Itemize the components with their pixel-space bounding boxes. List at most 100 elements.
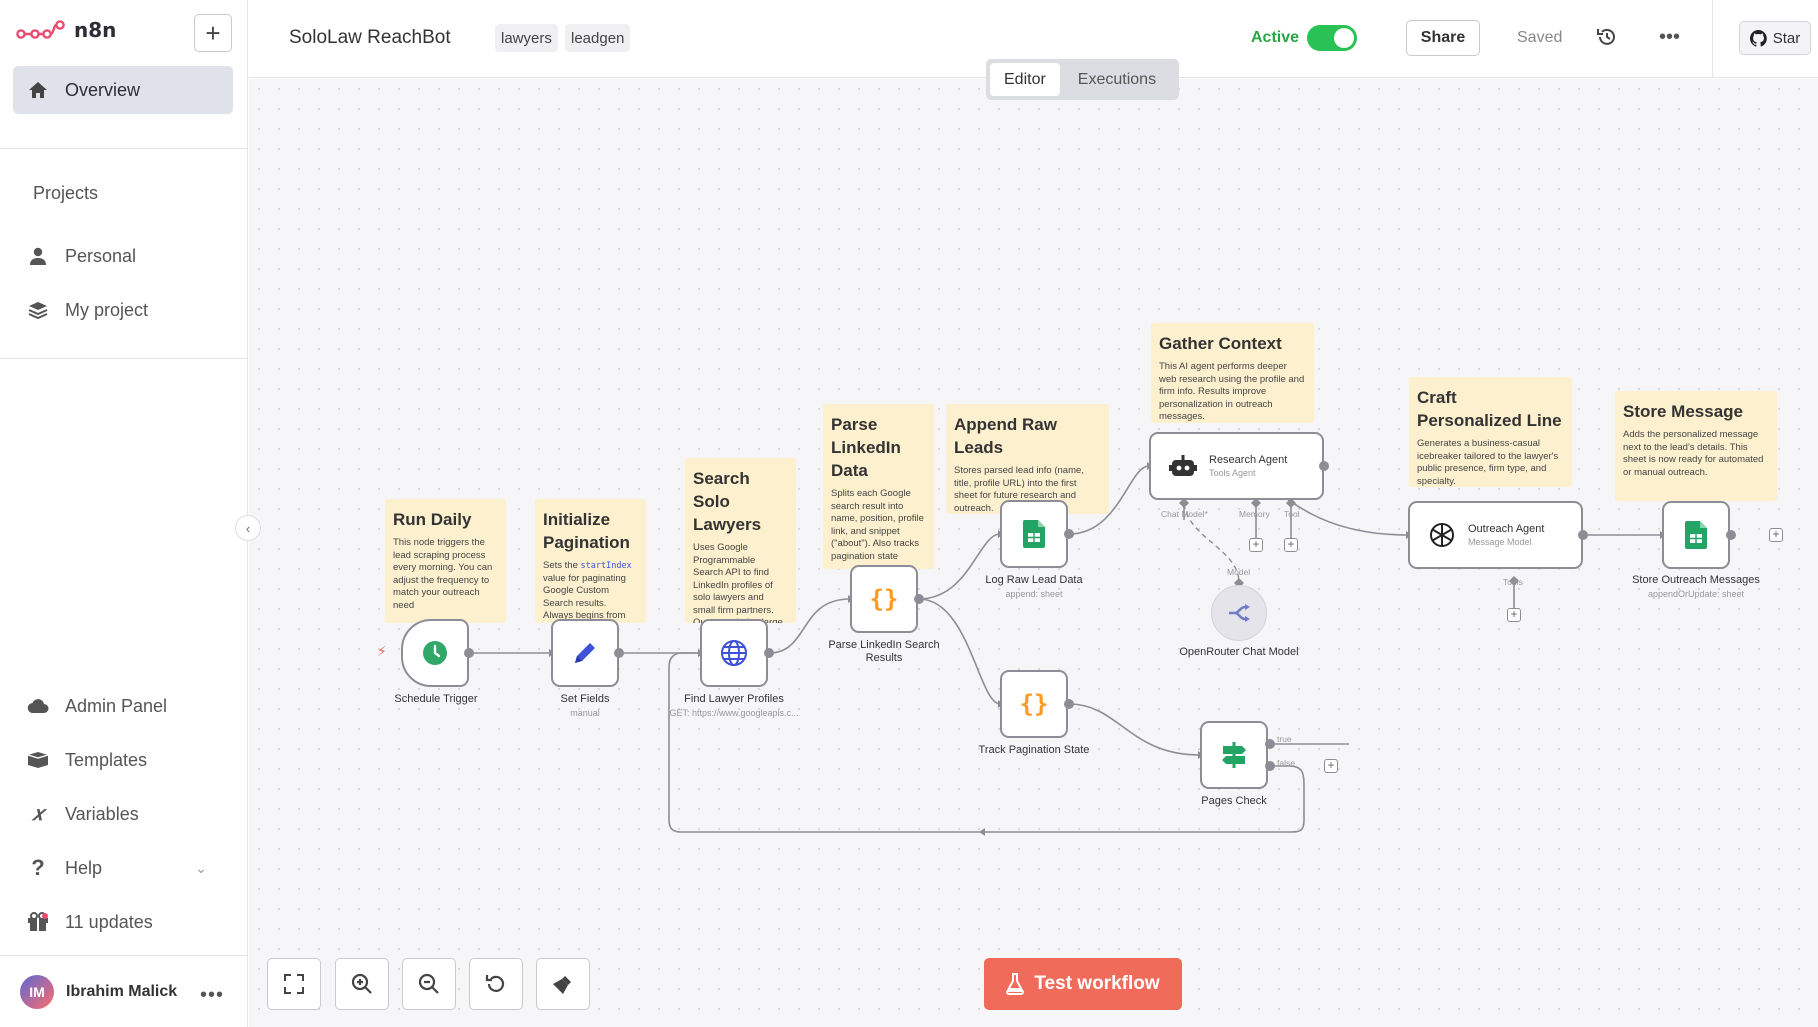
robot-icon — [1169, 455, 1197, 476]
sticky-search-solo[interactable]: Search Solo Lawyers Uses Google Programm… — [685, 458, 796, 623]
node-label: Log Raw Lead Data — [985, 574, 1083, 586]
user-more-icon[interactable]: ••• — [200, 984, 225, 1006]
add-node-button[interactable]: + — [1324, 759, 1338, 773]
sticky-gather-context[interactable]: Gather Context This AI agent performs de… — [1151, 323, 1314, 423]
sidebar-item-admin-panel[interactable]: Admin Panel — [13, 682, 233, 730]
fit-view-button[interactable] — [267, 958, 321, 1010]
tag-leadgen[interactable]: leadgen — [565, 24, 631, 52]
sidebar-item-variables[interactable]: 𝑥 Variables — [13, 790, 233, 838]
output-port[interactable] — [464, 648, 474, 658]
output-port[interactable] — [914, 594, 924, 604]
sidebar-item-label: Personal — [65, 245, 137, 266]
projects-heading: Projects — [33, 183, 99, 203]
node-store-outreach-messages[interactable] — [1662, 501, 1730, 569]
saved-status: Saved — [1517, 29, 1563, 46]
sidebar-item-my-project[interactable]: My project — [13, 286, 233, 334]
node-pages-check[interactable] — [1200, 721, 1268, 789]
avatar: IM — [20, 975, 54, 1009]
gift-icon — [27, 911, 49, 933]
output-port[interactable] — [1726, 530, 1736, 540]
node-label: Research Agent — [1209, 454, 1288, 466]
star-label: Star — [1772, 29, 1801, 47]
output-port[interactable] — [1064, 699, 1074, 709]
sticky-title: Craft Personalized Line — [1417, 388, 1562, 430]
add-tool-button[interactable]: + — [1507, 608, 1521, 622]
node-text: Outreach Agent Message Model — [1468, 523, 1544, 547]
workflow-name[interactable]: SoloLaw ReachBot — [289, 27, 451, 48]
sidebar-item-label: Admin Panel — [65, 695, 168, 716]
node-research-agent[interactable]: Research Agent Tools Agent — [1149, 432, 1324, 500]
flask-icon — [1006, 973, 1025, 995]
node-label: Schedule Trigger — [394, 693, 478, 705]
output-port[interactable] — [764, 648, 774, 658]
node-label: Parse LinkedIn Search Results — [828, 639, 940, 664]
tab-editor[interactable]: Editor — [990, 63, 1060, 96]
output-port[interactable] — [1064, 529, 1074, 539]
sidebar-item-label: 11 updates — [65, 911, 153, 932]
sticky-craft-line[interactable]: Craft Personalized Line Generates a busi… — [1409, 377, 1572, 487]
port-label-true: true — [1277, 734, 1292, 744]
node-parse-linkedin[interactable]: {} — [850, 565, 918, 633]
github-icon — [1749, 29, 1767, 47]
node-label: Set Fields — [560, 693, 610, 705]
n8n-logo-icon — [16, 20, 65, 39]
zoom-out-button[interactable] — [402, 958, 456, 1010]
node-find-lawyer-profiles[interactable] — [700, 619, 768, 687]
zoom-in-button[interactable] — [335, 958, 389, 1010]
node-set-fields[interactable] — [551, 619, 619, 687]
node-track-pagination[interactable]: {} — [1000, 670, 1068, 738]
workflow-canvas[interactable]: Run Daily This node triggers the lead sc… — [249, 79, 1818, 1027]
node-openrouter-chat-model[interactable] — [1211, 585, 1267, 641]
more-options-icon[interactable]: ••• — [1659, 26, 1681, 48]
n8n-logo[interactable]: n8n — [16, 18, 116, 42]
divider — [0, 358, 247, 359]
sidebar-item-label: Templates — [65, 749, 148, 770]
node-outreach-agent[interactable]: Outreach Agent Message Model — [1408, 501, 1583, 569]
sidebar-item-personal[interactable]: Personal — [13, 232, 233, 280]
node-subtitle: Message Model — [1468, 537, 1532, 547]
reset-zoom-button[interactable] — [469, 958, 523, 1010]
output-port[interactable] — [614, 648, 624, 658]
test-workflow-label: Test workflow — [1034, 973, 1160, 994]
sidebar-item-overview[interactable]: Overview — [13, 66, 233, 114]
history-icon[interactable] — [1596, 26, 1618, 48]
sticky-store-message[interactable]: Store Message Adds the personalized mess… — [1615, 391, 1777, 501]
tag-lawyers[interactable]: lawyers — [495, 24, 558, 52]
tidy-up-button[interactable] — [536, 958, 590, 1010]
sticky-title: Run Daily — [393, 510, 472, 529]
sticky-parse-linkedin[interactable]: Parse LinkedIn Data Splits each Google s… — [823, 404, 934, 569]
sticky-init-pagination[interactable]: Initialize Pagination Sets the startInde… — [535, 499, 646, 623]
false-output-port[interactable] — [1265, 761, 1275, 771]
true-output-port[interactable] — [1265, 739, 1275, 749]
active-toggle[interactable] — [1307, 25, 1357, 51]
sticky-append-raw[interactable]: Append Raw Leads Stores parsed lead info… — [946, 404, 1109, 514]
test-workflow-button[interactable]: Test workflow — [984, 958, 1182, 1010]
create-button[interactable]: + — [194, 14, 232, 52]
output-port[interactable] — [1319, 461, 1329, 471]
node-log-raw-lead-data[interactable] — [1000, 500, 1068, 568]
zoom-out-icon — [418, 973, 439, 994]
add-tool-button[interactable]: + — [1284, 538, 1298, 552]
tab-executions[interactable]: Executions — [1077, 70, 1157, 88]
github-star-button[interactable]: Star — [1739, 21, 1811, 55]
layers-icon — [27, 299, 49, 321]
node-schedule-trigger[interactable] — [401, 619, 469, 687]
add-node-button[interactable]: + — [1769, 528, 1783, 542]
sidebar-item-label: Overview — [65, 79, 141, 100]
collapse-sidebar-button[interactable]: ‹ — [235, 515, 261, 541]
sticky-body: Generates a business-casual icebreaker t… — [1417, 438, 1559, 487]
sidebar-item-help[interactable]: ? Help ⌄ — [13, 844, 233, 892]
sidebar-item-updates[interactable]: 11 updates — [13, 898, 233, 946]
node-subtitle: manual — [570, 708, 600, 718]
user-menu[interactable]: IM Ibrahim Malick — [20, 975, 177, 1009]
port-label-false: false — [1277, 758, 1295, 768]
output-port[interactable] — [1578, 530, 1588, 540]
add-memory-button[interactable]: + — [1249, 538, 1263, 552]
sidebar-item-label: Help — [65, 857, 103, 878]
divider — [1712, 0, 1713, 78]
sidebar-item-templates[interactable]: Templates — [13, 736, 233, 784]
cloud-icon — [27, 695, 49, 717]
share-button[interactable]: Share — [1406, 20, 1480, 56]
sticky-run-daily[interactable]: Run Daily This node triggers the lead sc… — [385, 499, 506, 623]
lightning-icon: ⚡ — [377, 643, 387, 659]
